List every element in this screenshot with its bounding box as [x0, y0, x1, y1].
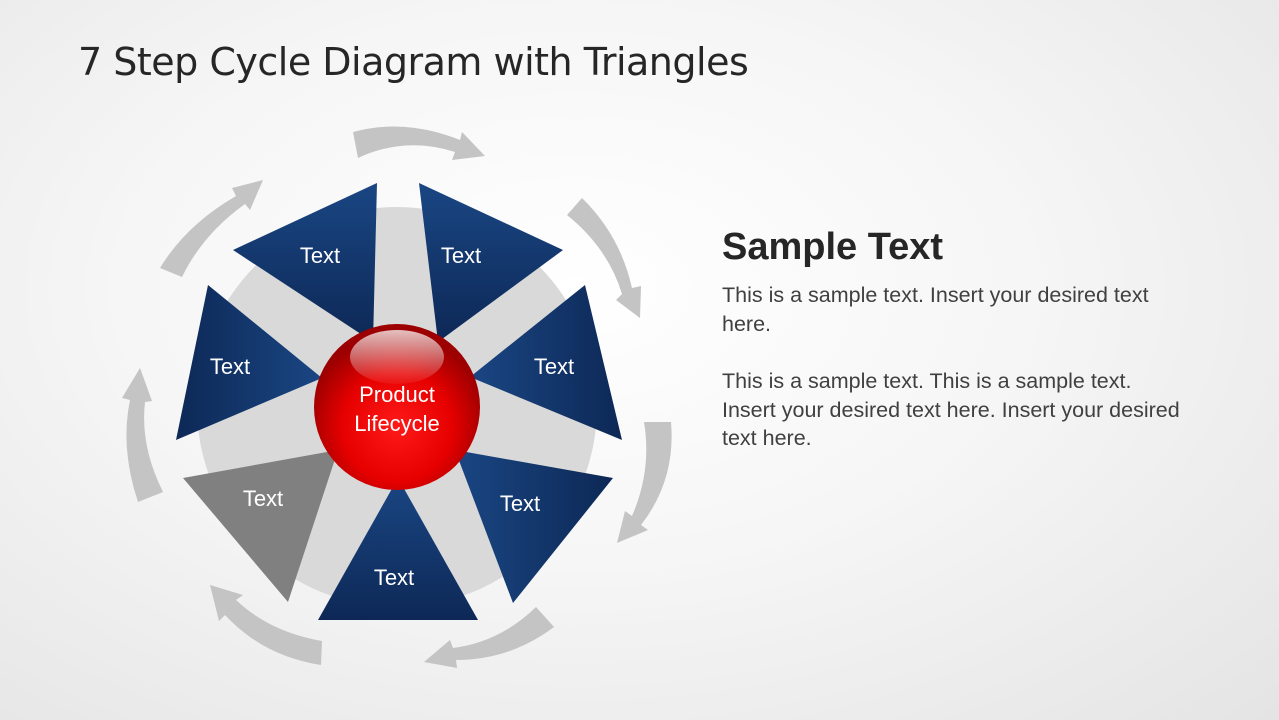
step-triangle-left[interactable]: Text	[176, 285, 322, 440]
ball-gloss	[350, 330, 444, 384]
center-label-line2: Lifecycle	[354, 411, 440, 436]
slide-title: 7 Step Cycle Diagram with Triangles	[78, 40, 749, 84]
step-triangle-bottom[interactable]: Text	[318, 478, 478, 620]
step-triangle-lower-left-highlighted[interactable]: Text	[183, 450, 338, 602]
step-triangle-top-right[interactable]: Text	[419, 183, 563, 342]
side-heading: Sample Text	[722, 226, 944, 268]
curved-arrow-icon	[617, 422, 672, 543]
step-label: Text	[210, 354, 250, 379]
step-label: Text	[243, 486, 283, 511]
step-label: Text	[441, 243, 481, 268]
center-label-line1: Product	[359, 382, 435, 407]
curved-arrow-icon	[353, 126, 485, 160]
step-label: Text	[374, 565, 414, 590]
curved-arrow-icon	[567, 198, 641, 318]
center-ball[interactable]: Product Lifecycle	[314, 324, 480, 490]
side-paragraph-2: This is a sample text. This is a sample …	[722, 369, 1180, 450]
curved-arrow-icon	[160, 180, 263, 277]
step-label: Text	[300, 243, 340, 268]
cycle-arrows	[122, 126, 672, 668]
side-panel: Sample Text This is a sample text. Inser…	[722, 226, 1182, 482]
curved-arrow-icon	[424, 607, 554, 668]
step-label: Text	[500, 491, 540, 516]
curved-arrow-icon	[122, 368, 163, 502]
step-label: Text	[534, 354, 574, 379]
step-triangle-top-left[interactable]: Text	[233, 183, 377, 342]
step-triangle-right[interactable]: Text	[470, 285, 622, 440]
side-paragraph-1: This is a sample text. Insert your desir…	[722, 283, 1149, 336]
step-triangle-lower-right[interactable]: Text	[455, 450, 613, 603]
curved-arrow-icon	[210, 585, 322, 665]
